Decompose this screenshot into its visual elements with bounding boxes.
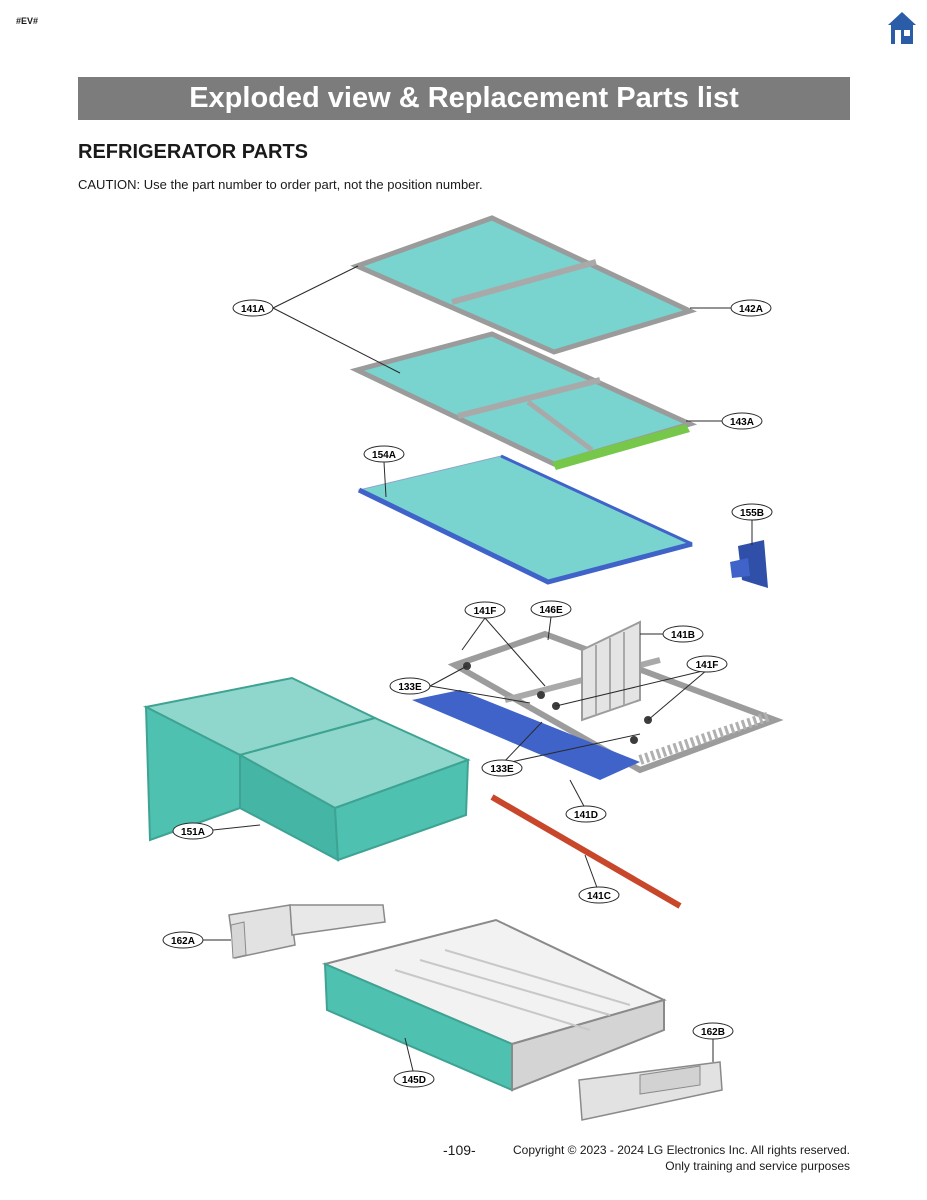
svg-text:141F: 141F bbox=[474, 606, 497, 617]
copyright-text: Copyright © 2023 - 2024 LG Electronics I… bbox=[512, 1143, 850, 1157]
callout-141C: 141C bbox=[578, 886, 620, 904]
callout-146E: 146E bbox=[530, 600, 572, 618]
callout-143A: 143A bbox=[721, 412, 763, 430]
svg-text:146E: 146E bbox=[539, 605, 563, 616]
callout-141A: 141A bbox=[232, 299, 274, 317]
part-rail-162b bbox=[578, 1061, 723, 1121]
part-bracket-155b bbox=[730, 540, 768, 588]
callout-142A: 142A bbox=[730, 299, 772, 317]
svg-text:141D: 141D bbox=[574, 810, 598, 821]
ev-tag: #EV# bbox=[16, 16, 39, 26]
home-icon[interactable] bbox=[886, 10, 918, 46]
callout-133E-bottom: 133E bbox=[481, 759, 523, 777]
callout-141B: 141B bbox=[662, 625, 704, 643]
callout-145D: 145D bbox=[393, 1070, 435, 1088]
part-glass-cover bbox=[357, 454, 694, 585]
svg-text:141F: 141F bbox=[696, 660, 719, 671]
part-gasket-141c bbox=[490, 794, 682, 909]
callout-133E-left: 133E bbox=[389, 677, 431, 695]
svg-text:154A: 154A bbox=[372, 450, 396, 461]
part-drawer-145d bbox=[321, 918, 667, 1092]
callout-141F-top: 141F bbox=[464, 601, 506, 619]
callout-141D: 141D bbox=[565, 805, 607, 823]
callout-151A: 151A bbox=[172, 822, 214, 840]
svg-text:145D: 145D bbox=[402, 1075, 426, 1086]
callout-154A: 154A bbox=[363, 445, 405, 463]
svg-text:143A: 143A bbox=[730, 417, 754, 428]
part-shelf-split bbox=[349, 331, 698, 470]
part-crisper-bins bbox=[142, 676, 471, 862]
callout-162A: 162A bbox=[162, 931, 204, 949]
part-shelf-frame bbox=[412, 620, 784, 780]
svg-text:162A: 162A bbox=[171, 936, 195, 947]
callout-162B: 162B bbox=[692, 1022, 734, 1040]
svg-text:151A: 151A bbox=[181, 827, 205, 838]
svg-text:141B: 141B bbox=[671, 630, 695, 641]
svg-text:162B: 162B bbox=[701, 1027, 725, 1038]
footer-copyright: Copyright © 2023 - 2024 LG Electronics I… bbox=[513, 1142, 850, 1174]
leader-lines bbox=[200, 265, 753, 1076]
part-shelf-top bbox=[350, 215, 697, 355]
page-number: -109- bbox=[443, 1142, 476, 1158]
svg-text:142A: 142A bbox=[739, 304, 763, 315]
part-rail-162a bbox=[228, 904, 386, 959]
svg-text:155B: 155B bbox=[740, 508, 764, 519]
svg-text:141C: 141C bbox=[587, 891, 611, 902]
caution-text: CAUTION: Use the part number to order pa… bbox=[78, 177, 483, 192]
svg-text:141A: 141A bbox=[241, 304, 265, 315]
exploded-view-diagram: 141A 142A 143A 154A 155B 141F 146E 141B … bbox=[142, 215, 784, 1121]
section-heading: REFRIGERATOR PARTS bbox=[78, 141, 309, 163]
callout-141F-right: 141F bbox=[686, 655, 728, 673]
usage-note: Only training and service purposes bbox=[665, 1159, 850, 1173]
callouts: 141A 142A 143A 154A 155B 141F 146E 141B … bbox=[162, 299, 773, 1088]
callout-155B: 155B bbox=[731, 503, 773, 521]
svg-text:133E: 133E bbox=[490, 764, 514, 775]
page-title-banner: Exploded view & Replacement Parts list bbox=[78, 77, 850, 120]
svg-text:133E: 133E bbox=[398, 682, 422, 693]
